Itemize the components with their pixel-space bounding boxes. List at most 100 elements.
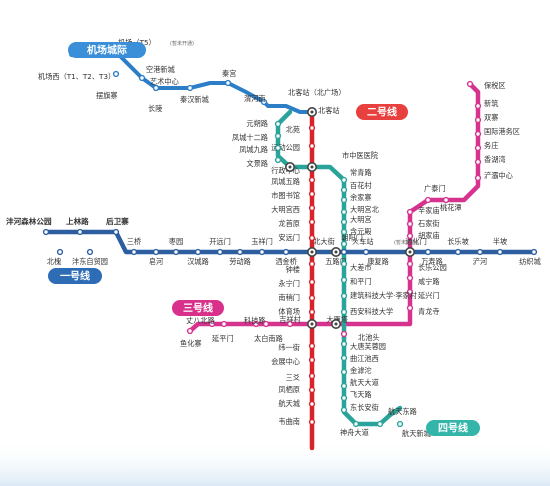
line2-station-label: 体育场 xyxy=(278,307,300,316)
line1-station-label: 半坡 xyxy=(493,237,507,246)
line2-station-dot xyxy=(308,190,316,198)
line2-station-label: 永宁门 xyxy=(278,279,300,288)
bottom-fade xyxy=(0,440,550,486)
line2-station-label: 北客站 xyxy=(318,106,340,115)
airport-station-label: 摆旗寨 xyxy=(96,91,118,100)
line4-station-label: 含元殿 xyxy=(350,227,372,236)
line4-station-dot xyxy=(340,406,348,414)
airport-station-label: (暂未开通) xyxy=(170,40,194,47)
line1-station-dot xyxy=(496,248,504,256)
line2-station-dot xyxy=(308,204,316,212)
line3-station-dot xyxy=(406,260,414,268)
line1-station-label: 枣园 xyxy=(169,237,183,246)
line2-station-label: 纬一街 xyxy=(278,343,300,352)
line1-station-dot xyxy=(340,248,348,256)
line1-station-label: 上林路 xyxy=(66,216,89,226)
line3-station-label: 丈八北路 xyxy=(186,316,215,325)
line4-station-label: 建筑科技大学·李家村 xyxy=(350,291,417,300)
line1-station-label: 朝阳门 xyxy=(341,233,363,242)
line4-station-dot xyxy=(340,340,348,348)
airport-station-dot xyxy=(186,84,194,92)
line4-station-label: 东长安街 xyxy=(350,403,379,412)
line1-station-dot xyxy=(42,228,50,236)
line4-station-dot xyxy=(340,276,348,284)
line2-station-dot xyxy=(308,176,316,184)
transfer-station-center xyxy=(310,250,314,254)
line4-station-label: 常青路 xyxy=(350,168,372,177)
line4-station-dot xyxy=(340,240,348,248)
line4-station-dot xyxy=(340,196,348,204)
line4-station-label: 文景路 xyxy=(246,159,268,168)
line3-station-dot xyxy=(474,144,482,152)
airport-station-dot xyxy=(224,79,232,87)
line4-station-label: 大差市 xyxy=(350,263,372,272)
transfer-station-center xyxy=(310,322,314,326)
line3-station-dot xyxy=(474,130,482,138)
line3-station-dot xyxy=(474,174,482,182)
line3-badge-text: 三号线 xyxy=(183,302,213,315)
line3-station-label: 胡家庙 xyxy=(418,231,440,240)
line2-station-dot xyxy=(308,400,316,408)
line2-station-dot xyxy=(308,278,316,286)
line1-station-label: 汉城路 xyxy=(187,257,209,266)
line2-badge-text: 二号线 xyxy=(367,106,397,119)
line2-station-dot xyxy=(308,234,316,242)
line4-station-label: 火车站 xyxy=(352,237,374,246)
airport-station-label: 秦宫 xyxy=(222,69,236,78)
line1-station-dot xyxy=(130,248,138,256)
line1-station-dot xyxy=(236,248,244,256)
line3-station-dot xyxy=(262,320,270,328)
line2-station-label: 航天城 xyxy=(278,399,300,408)
line3-station-label: 咸宁路 xyxy=(418,277,440,286)
line1-station-dot xyxy=(86,248,94,256)
line4-station-label: 和平门 xyxy=(350,277,372,286)
line3-station-label: 双寨 xyxy=(484,113,498,122)
line1-station-dot xyxy=(476,248,484,256)
line3-station-dot xyxy=(474,116,482,124)
line4-station-dot xyxy=(376,420,384,428)
line1-station-label: 纺织城 xyxy=(519,257,541,266)
airport-station-dot xyxy=(138,74,146,82)
line1-badge: 一号线 xyxy=(48,268,102,284)
line4-station-label: 航天新城 xyxy=(402,429,431,438)
line1-station-dot xyxy=(362,248,370,256)
line4-station-dot xyxy=(340,186,348,194)
line4-station-dot xyxy=(274,144,282,152)
line4-station-dot xyxy=(340,382,348,390)
line4-station-dot xyxy=(340,228,348,236)
line2-badge-bg xyxy=(356,104,408,120)
line4-badge-text: 四号线 xyxy=(438,422,468,435)
transfer-station-center xyxy=(334,250,338,254)
line3-station-label: 浐灞中心 xyxy=(484,171,513,180)
line4-station-dot xyxy=(340,218,348,226)
line3-station-label: 保税区 xyxy=(484,81,506,90)
line3-station-dot xyxy=(406,304,414,312)
line3-station-dot xyxy=(442,196,450,204)
line2-station-label: 三爻 xyxy=(286,373,300,382)
line3-station-label: 北池头 xyxy=(358,333,380,342)
line2-station-dot xyxy=(308,294,316,302)
line3-station-label: 香湖湾 xyxy=(484,155,506,164)
line1-station-dot xyxy=(56,248,64,256)
airport-badge-bg xyxy=(68,42,146,58)
line3-station-dot xyxy=(406,232,414,240)
airport-station-label: 艺术中心 xyxy=(150,77,179,86)
line3-station-label: 延兴门 xyxy=(418,291,440,300)
line1-station-dot xyxy=(216,248,224,256)
line4-badge: 四号线 xyxy=(426,420,480,436)
line1-badge-text: 一号线 xyxy=(60,270,90,283)
line3-station-dot xyxy=(474,158,482,166)
line2-station-label: 运动公园 xyxy=(271,143,300,152)
line1-station-label: 三桥 xyxy=(127,237,141,246)
line3-station-label: 长乐公园 xyxy=(418,263,447,272)
line2-station-dot xyxy=(308,386,316,394)
line3-station-label: 国际港务区 xyxy=(484,127,520,136)
line4-station-label: 航天东路 xyxy=(388,407,417,416)
line4-station-dot xyxy=(340,368,348,376)
line2-station-label: 安远门 xyxy=(278,233,300,242)
line1-station-label: 浐河 xyxy=(473,257,487,266)
line4-station-label: 余家寨 xyxy=(350,193,372,202)
line1-station-dot xyxy=(112,228,120,236)
line1-station-label: 通化门 xyxy=(405,237,427,246)
